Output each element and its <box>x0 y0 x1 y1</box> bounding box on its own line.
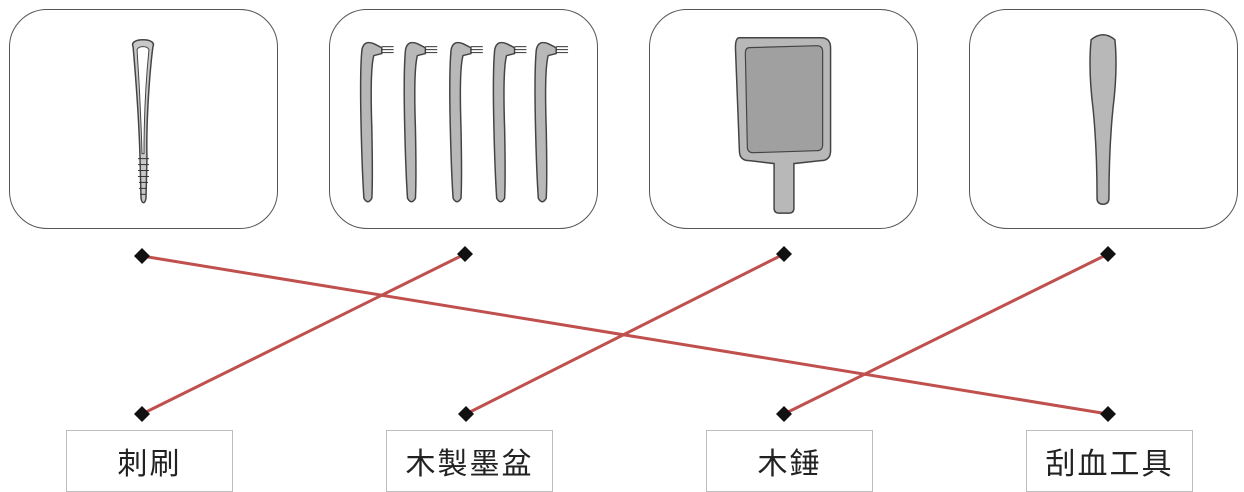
label-box-4[interactable]: 刮血工具 <box>1026 430 1193 492</box>
label-text-1: 刺刷 <box>117 447 182 482</box>
label-text-4: 刮血工具 <box>1045 447 1174 482</box>
bamboo-pick-icon <box>131 38 155 204</box>
connection-line-3 <box>465 252 785 416</box>
label-box-3[interactable]: 木錘 <box>706 430 873 492</box>
label-text-3: 木錘 <box>757 447 822 482</box>
item-anchor-dot-1[interactable] <box>134 248 150 264</box>
label-anchor-dot-4[interactable] <box>1100 406 1116 422</box>
brush-5-icon <box>534 41 569 203</box>
item-card-3[interactable] <box>649 9 918 229</box>
wooden-ink-tray-icon <box>734 37 832 214</box>
item-card-1[interactable] <box>9 9 278 229</box>
brush-4-icon <box>492 41 527 203</box>
wooden-spatula-icon <box>1089 34 1117 205</box>
connection-line-1 <box>141 254 1109 416</box>
item-anchor-dot-4[interactable] <box>1100 246 1116 262</box>
connection-line-2 <box>141 252 466 416</box>
item-anchor-dot-3[interactable] <box>776 246 792 262</box>
label-anchor-dot-2[interactable] <box>458 406 474 422</box>
item-card-2[interactable] <box>329 9 598 229</box>
connection-line-4 <box>783 252 1109 416</box>
label-box-2[interactable]: 木製墨盆 <box>386 430 553 492</box>
brush-set-icon <box>359 41 569 203</box>
label-anchor-dot-1[interactable] <box>134 406 150 422</box>
item-anchor-dot-2[interactable] <box>457 246 473 262</box>
label-box-1[interactable]: 刺刷 <box>66 430 233 492</box>
item-card-4[interactable] <box>969 9 1238 229</box>
label-anchor-dot-3[interactable] <box>776 406 792 422</box>
brush-1-icon <box>359 41 394 203</box>
brush-2-icon <box>403 41 438 203</box>
brush-3-icon <box>449 41 483 203</box>
label-text-2: 木製墨盆 <box>405 447 534 482</box>
